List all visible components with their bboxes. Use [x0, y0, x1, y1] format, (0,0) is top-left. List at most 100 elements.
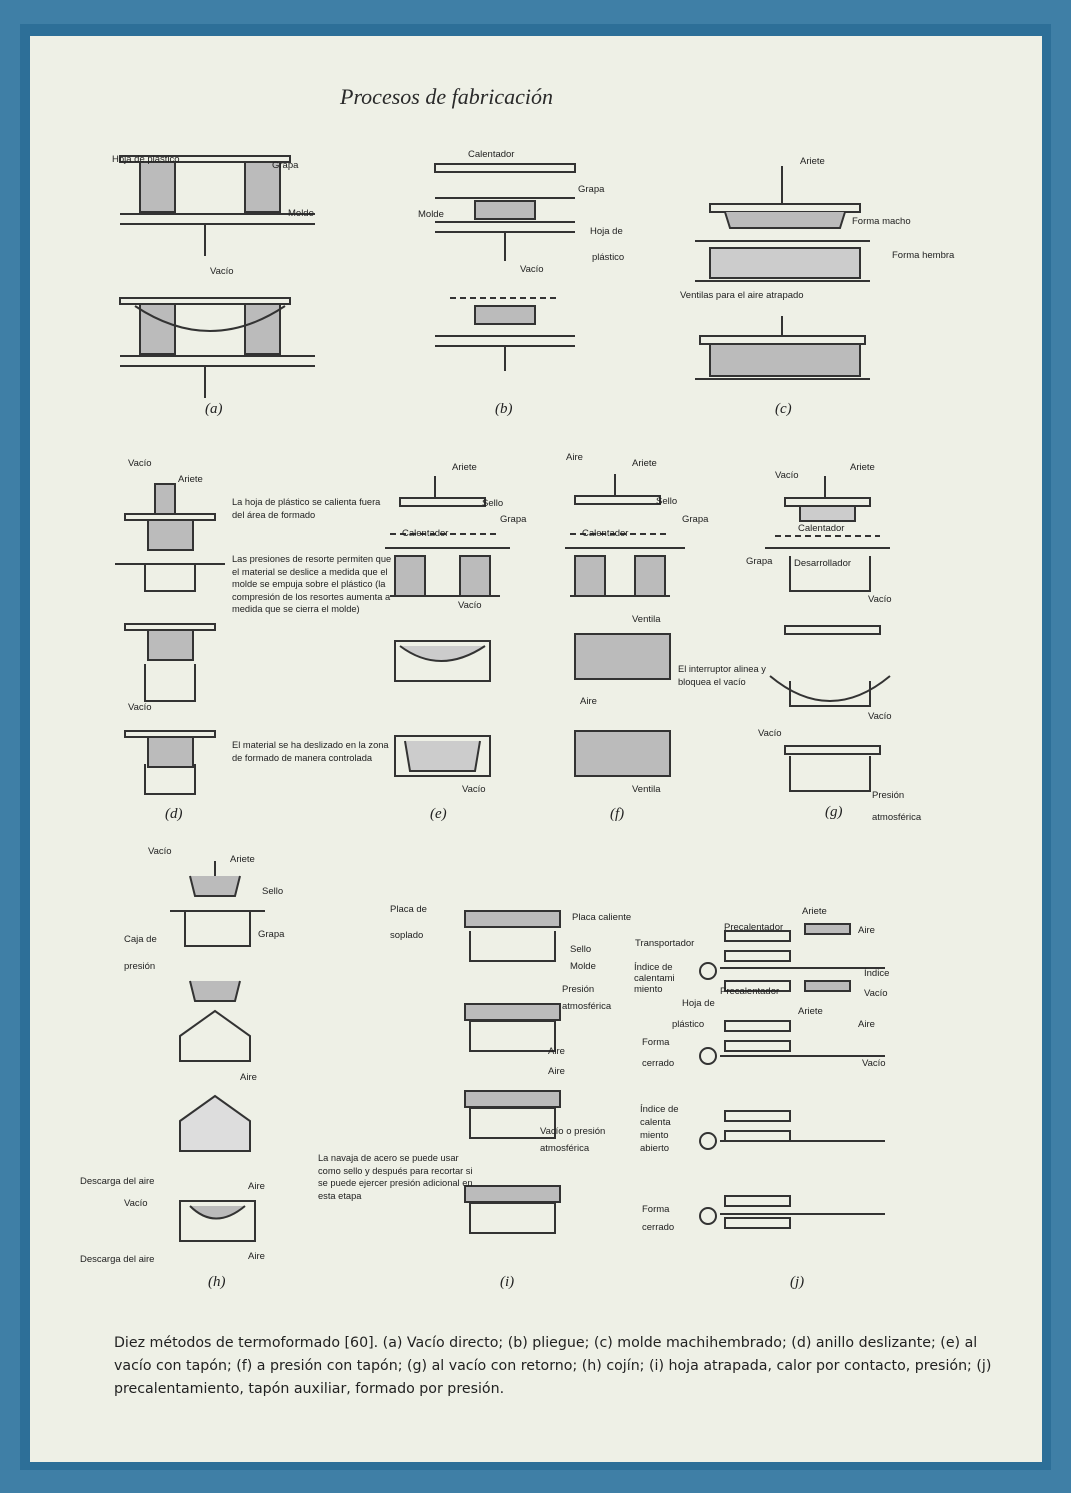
label-g-vacio-3: Vacío — [868, 711, 892, 722]
label-d-vacio: Vacío — [128, 458, 152, 469]
label-j-ariete-2: Ariete — [798, 1006, 823, 1017]
label-i-aire-2: Aire — [548, 1066, 565, 1077]
label-b-calentador: Calentador — [468, 149, 515, 160]
label-a-vacio: Vacío — [210, 266, 234, 277]
note-d-3: El material se ha deslizado en la zona d… — [232, 740, 389, 763]
label-b-hoja: Hoja de — [590, 226, 623, 237]
label-g-atmosferica: atmosférica — [872, 812, 922, 823]
thermoforming-diagrams — [115, 155, 891, 1242]
label-h-caja: Caja de — [124, 934, 157, 945]
label-h-descarga: Descarga del aire — [80, 1176, 155, 1187]
label-f-aire-2: Aire — [580, 696, 597, 707]
label-a-grapa: Grapa — [272, 160, 299, 171]
label-i-molde: Molde — [570, 961, 596, 972]
label-a-hoja: Hoja de plástico — [112, 154, 180, 165]
label-j-indice-3: Índice de — [640, 1104, 679, 1115]
label-h-aire-3: Aire — [248, 1251, 265, 1262]
label-j-calenta: calenta — [640, 1117, 671, 1128]
caption-i: (i) — [500, 1274, 515, 1290]
label-j-cerrado: cerrado — [642, 1058, 675, 1069]
caption-f: (f) — [610, 806, 625, 822]
label-j-miento: miento — [634, 984, 663, 995]
label-f-sello: Sello — [656, 496, 678, 507]
caption-d: (d) — [165, 806, 183, 822]
page-title: Procesos de fabricación — [340, 84, 554, 109]
label-j-transportador: Transportador — [635, 938, 695, 949]
diagram-g — [765, 476, 891, 792]
label-g-grapa: Grapa — [746, 556, 773, 567]
label-j-hoja: Hoja de — [682, 998, 715, 1009]
caption-c: (c) — [775, 401, 792, 417]
label-c-ventilas: Ventilas para el aire atrapado — [680, 290, 804, 301]
label-f-ariete: Ariete — [632, 458, 657, 469]
label-j-indice: Índice de — [634, 962, 673, 973]
label-j-forma-2: Forma — [642, 1204, 670, 1215]
label-e-grapa: Grapa — [500, 514, 527, 525]
label-h-ariete: Ariete — [230, 854, 255, 865]
label-j-ariete: Ariete — [802, 906, 827, 917]
diagram-j — [699, 923, 885, 1229]
caption-j: (j) — [790, 1274, 805, 1290]
caption-h: (h) — [208, 1274, 226, 1290]
label-c-ariete: Ariete — [800, 156, 825, 167]
caption-a: (a) — [205, 401, 223, 417]
label-j-miento-2: miento — [640, 1130, 669, 1141]
note-i: La navaja de acero se puede usar como se… — [318, 1153, 473, 1201]
label-e-ariete: Ariete — [452, 462, 477, 473]
label-c-forma-hembra: Forma hembra — [892, 250, 955, 261]
note-d-1: La hoja de plástico se calienta fuera de… — [232, 497, 381, 520]
label-h-vacio: Vacío — [148, 846, 172, 857]
label-g-vacio-4: Vacío — [758, 728, 782, 739]
label-e-sello: Sello — [482, 498, 504, 509]
label-e-calentador: Calentador — [402, 528, 449, 539]
label-j-precalentador-2: Precalentador — [720, 986, 780, 997]
caption-b: (b) — [495, 401, 513, 417]
label-i-atmosferica-2: atmosférica — [540, 1143, 590, 1154]
label-j-aire: Aire — [858, 925, 875, 936]
diagram-i — [464, 910, 561, 1234]
label-b-plastico: plástico — [592, 252, 625, 263]
diagram-h — [170, 861, 265, 1242]
label-f-calentador: Calentador — [582, 528, 629, 539]
label-j-precalentador: Precalentador — [724, 922, 784, 933]
label-j-plastico: plástico — [672, 1019, 705, 1030]
label-g-vacio: Vacío — [775, 470, 799, 481]
caption-g: (g) — [825, 804, 843, 820]
diagram-d — [115, 483, 225, 795]
diagram-c — [695, 166, 870, 380]
label-b-grapa: Grapa — [578, 184, 605, 195]
label-e-vacio-2: Vacío — [462, 784, 486, 795]
label-h-grapa: Grapa — [258, 929, 285, 940]
label-f-ventila-2: Ventila — [632, 784, 661, 795]
label-g-calentador: Calentador — [798, 523, 845, 534]
label-j-vacio: Vacío — [864, 988, 888, 999]
label-h-presion: presión — [124, 961, 156, 972]
label-i-placa: Placa de — [390, 904, 427, 915]
label-j-aire-2: Aire — [858, 1019, 875, 1030]
label-i-sopl: soplado — [390, 930, 424, 941]
label-g-vacio-2: Vacío — [868, 594, 892, 605]
label-f-ventila: Ventila — [632, 614, 661, 625]
label-d-vacio-2: Vacío — [128, 702, 152, 713]
note-g: El interruptor alinea y bloquea el vacío — [678, 664, 766, 687]
label-h-vacio-2: Vacío — [124, 1198, 148, 1209]
label-j-cerrado-2: cerrado — [642, 1222, 675, 1233]
label-i-atmosferica: atmosférica — [562, 1001, 612, 1012]
label-f-grapa: Grapa — [682, 514, 709, 525]
label-h-aire: Aire — [240, 1072, 257, 1083]
label-j-calentamiento: calentami — [634, 973, 675, 984]
note-d-2: Las presiones de resorte permiten que el… — [232, 554, 392, 614]
diagram-e — [385, 476, 510, 777]
diagram-a — [119, 155, 315, 398]
label-i-sello: Sello — [570, 944, 592, 955]
figure-caption: Diez métodos de termoformado [60]. (a) V… — [114, 1335, 992, 1397]
label-j-indice-2: Índice — [864, 968, 890, 979]
label-c-forma-macho: Forma macho — [852, 216, 911, 227]
label-j-abierto: abierto — [640, 1143, 670, 1154]
label-e-vacio: Vacío — [458, 600, 482, 611]
label-h-sello: Sello — [262, 886, 284, 897]
label-i-presion: Presión — [562, 984, 595, 995]
label-h-descarga-2: Descarga del aire — [80, 1254, 155, 1265]
label-g-ariete: Ariete — [850, 462, 875, 473]
label-j-forma: Forma — [642, 1037, 670, 1048]
